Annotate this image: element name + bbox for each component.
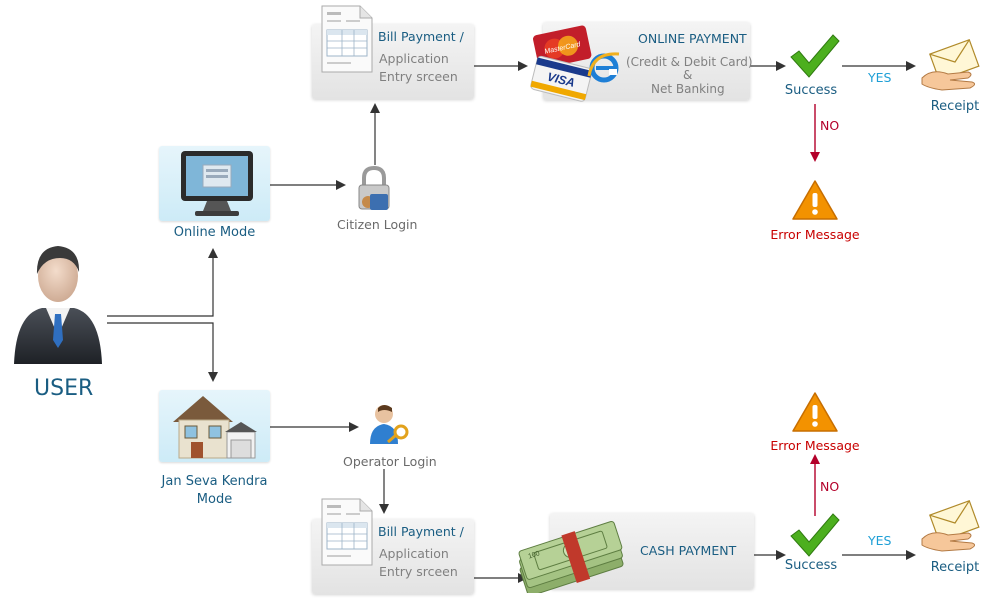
operator-login-label: Operator Login xyxy=(343,454,437,469)
lock-icon[interactable] xyxy=(356,166,392,212)
receipt-label-offline: Receipt xyxy=(930,560,980,575)
operator-icon[interactable] xyxy=(368,402,412,446)
arrow-user-to-online xyxy=(107,248,218,317)
checkmark-icon xyxy=(790,34,840,78)
online-payment-title: ONLINE PAYMENT xyxy=(638,31,747,46)
user-icon xyxy=(8,236,108,366)
bill-payment-sub2-offline: Entry srceen xyxy=(379,564,458,579)
bill-payment-title-online: Bill Payment / xyxy=(378,29,464,44)
envelope-hand-icon xyxy=(921,39,980,91)
envelope-hand-icon xyxy=(921,500,980,552)
checkmark-icon xyxy=(790,513,840,557)
svg-text:VISA: VISA xyxy=(546,70,577,90)
yes-label-offline: YES xyxy=(868,533,892,548)
browser-icon xyxy=(587,52,620,83)
invoice-icon xyxy=(321,498,373,566)
error-label-offline: Error Message xyxy=(770,438,860,453)
no-label-online: NO xyxy=(820,118,840,133)
arrow-user-to-jsk xyxy=(107,322,218,382)
citizen-login-label: Citizen Login xyxy=(337,217,418,232)
online-payment-sub1: (Credit & Debit Card) xyxy=(626,55,753,69)
jsk-mode-box[interactable] xyxy=(159,390,270,462)
bill-payment-sub1-offline: Application xyxy=(379,546,449,561)
online-mode-label: Online Mode xyxy=(173,225,256,240)
invoice-icon xyxy=(321,5,373,73)
jsk-mode-label-1: Jan Seva Kendra xyxy=(161,474,268,489)
yes-label-online: YES xyxy=(868,70,892,85)
bill-payment-title-offline: Bill Payment / xyxy=(378,524,464,539)
receipt-label-online: Receipt xyxy=(930,99,980,114)
cash-icon: 100 xyxy=(518,520,624,593)
success-label-online: Success xyxy=(784,83,838,98)
monitor-icon xyxy=(181,151,253,216)
credit-card-icon: MasterCard VISA xyxy=(530,25,593,102)
online-mode-box[interactable] xyxy=(159,146,270,221)
bill-payment-sub1-online: Application xyxy=(379,51,449,66)
bill-payment-sub2-online: Entry srceen xyxy=(379,69,458,84)
jsk-mode-label-2: Mode xyxy=(196,492,233,507)
user-label: USER xyxy=(34,376,94,401)
success-label-offline: Success xyxy=(784,558,838,573)
error-label-online: Error Message xyxy=(770,227,860,242)
svg-text:100: 100 xyxy=(527,550,540,560)
online-payment-sub2: & xyxy=(683,68,693,82)
warning-icon xyxy=(792,392,838,432)
house-icon xyxy=(173,396,257,459)
warning-icon xyxy=(792,180,838,220)
online-payment-sub3: Net Banking xyxy=(651,82,725,96)
cash-payment-title: CASH PAYMENT xyxy=(640,543,737,558)
no-label-offline: NO xyxy=(820,479,840,494)
